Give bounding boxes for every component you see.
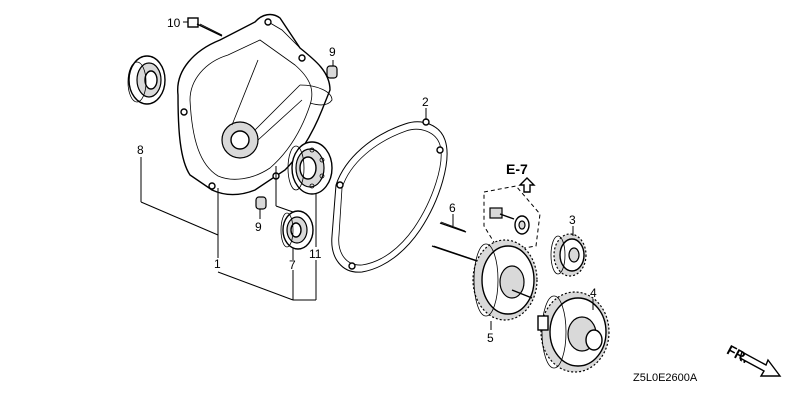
front-direction-arrow: FR. [724, 341, 782, 377]
gear-part-4 [537, 291, 610, 373]
dowel-pin-part-9-upper [326, 65, 338, 79]
leader-lines [140, 21, 594, 330]
callout-9-upper: 9 [329, 45, 336, 59]
diagram-code: Z5L0E2600A [633, 372, 698, 384]
callout-9-lower: 9 [255, 220, 262, 234]
callout-10: 10 [167, 16, 181, 30]
callout-1: 1 [214, 257, 221, 271]
bearing-part-7 [280, 210, 314, 250]
callout-3: 3 [569, 213, 576, 227]
callout-2: 2 [422, 95, 429, 109]
shaft-gear-part-5 [431, 239, 538, 321]
callout-4: 4 [590, 286, 597, 300]
bearing-part-11 [287, 141, 333, 195]
bolt-part-10 [187, 17, 223, 37]
reference-label-e7: E-7 [506, 161, 528, 177]
gasket-part-2 [331, 118, 448, 273]
callout-6: 6 [449, 201, 456, 215]
callout-labels: 10 9 8 2 6 3 9 1 7 11 4 5 E-7 Z5L0E2600A [137, 16, 698, 384]
callout-8: 8 [137, 143, 144, 157]
oil-seal-part-8 [127, 55, 166, 105]
callout-7: 7 [289, 258, 296, 272]
reference-e7-group [483, 177, 541, 253]
callout-11: 11 [309, 247, 322, 261]
dowel-pin-part-9-lower [255, 196, 267, 210]
callout-5: 5 [487, 331, 494, 345]
gear-part-3 [550, 233, 587, 277]
pin-part-6 [439, 221, 467, 233]
